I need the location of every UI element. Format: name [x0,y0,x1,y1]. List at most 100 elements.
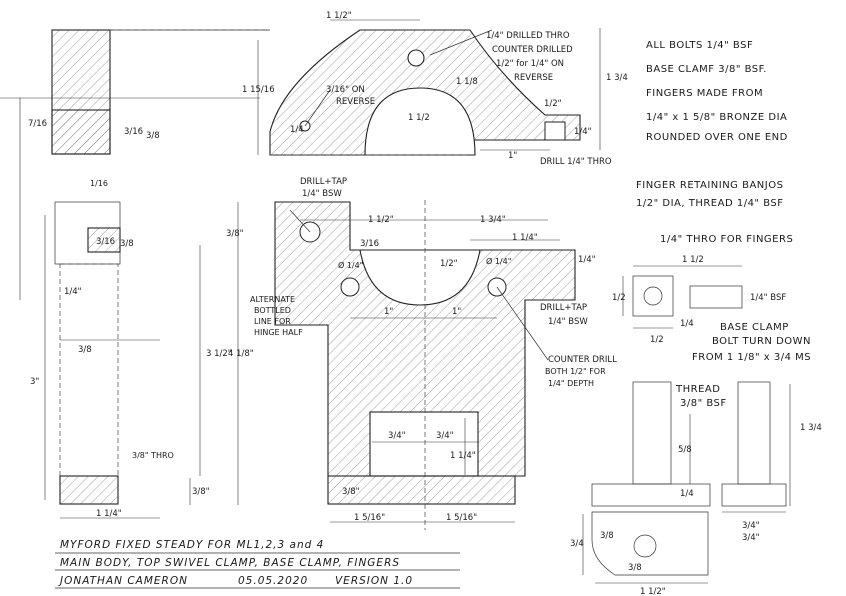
dim-mid-inner: 1 1/4" [512,233,538,243]
dim-left-view-top: 3/16 [96,237,115,247]
dim-mid-top-right: 1 3/4" [480,215,506,225]
callout-alternate-2: BOTTLED [254,306,291,315]
dim-mid-quarter: 1/4" [578,255,596,265]
dim-left-seven: 7/16 [28,119,47,129]
callout-counter-drill-2: BOTH 1/2" FOR [545,367,606,376]
dim-left-three-inch: 3" [30,377,39,387]
callout-counter-drill-1: COUNTER DRILL [548,355,617,365]
title-line-2: MAIN BODY, TOP SWIVEL CLAMP, BASE CLAMP,… [60,557,400,569]
dim-bolt-width: 3/4" [742,533,760,543]
dim-top-half: 1 1/2 [408,113,430,123]
title-line-1: MYFORD FIXED STEADY FOR ML1,2,3 and 4 [60,539,324,551]
callout-alternate-4: HINGE HALF [254,328,303,337]
title-date: 05.05.2020 [238,575,308,587]
dim-clamp-quarter: 1/4 [680,319,694,329]
callout-counter-drill-3: 1/4" DEPTH [548,379,594,388]
dim-mid-bottom-left: 1 5/16" [354,513,385,523]
top-view [0,19,601,300]
note-all-bolts: ALL BOLTS 1/4" BSF [646,40,753,51]
dim-top-right-half: 1/2" [544,99,562,109]
note-base-clamp-title-2: BOLT TURN DOWN [712,336,811,347]
note-base-clamp-title-3: FROM 1 1/8" x 3/4 MS [692,352,811,363]
base-clamp-views [582,265,791,584]
left-hatched-top [87,227,121,253]
dim-mid-one-left: 1" [384,307,393,317]
dim-left-one-quarter: 1 1/4" [96,509,122,519]
main-body-bore [359,249,481,306]
main-hole-left [340,277,360,297]
callout-drill-thro: DRILL 1/4" THRO [540,157,612,167]
top-right-tab [544,121,566,141]
dim-top-one: 1" [508,151,517,161]
callout-dia-right: Ø 1/4" [486,256,511,266]
dim-mid-three-quarter-l: 3/4" [388,431,406,441]
banjo-front [632,275,674,317]
bolt-front-head [591,483,711,507]
note-banjos-2: 1/2" DIA, THREAD 1/4" BSF [636,198,784,209]
callout-thro-left: 3/8" THRO [132,451,174,460]
dim-mid-one-quarter: 1 1/4" [450,451,476,461]
left-body [59,263,119,505]
callout-dia-left: Ø 1/4" [338,260,363,270]
dim-clamp-one-and-half: 1 1/2" [640,587,666,596]
callout-on-reverse-1: 3/16" ON [326,85,365,95]
note-banjos-1: FINGER RETAINING BANJOS [636,180,783,191]
top-left-foot [51,109,111,155]
dim-left-three-a: 3/16 [124,127,143,137]
callout-alternate-3: LINE FOR [254,317,291,326]
dim-top-height: 1 15/16 [242,85,275,95]
banjo-side [689,285,743,309]
dim-clamp-three-quarter-b: 3/4" [742,521,760,531]
dim-mid-three-quarter-r: 3/4" [436,431,454,441]
top-clamp-bore [364,87,476,156]
dim-mid-radius: 1/2" [440,259,458,269]
dim-top-quarter: 1/4 [290,125,304,135]
dim-clamp-one-half: 1 1/2 [682,255,704,265]
callout-drilled-thro-3: 1/2" for 1/4" ON [496,59,564,69]
dim-clamp-three-eighth-a: 3/8 [600,531,614,541]
left-side-view [44,201,239,519]
clamp-plate [591,511,709,576]
dim-top-right-tall: 1 3/4 [606,73,628,83]
dim-left-sixteenth: 1/16 [90,179,108,188]
bolt-front-shank [632,381,672,485]
dim-left-quarter: 1/4" [64,287,82,297]
clamp-plate-hole [633,534,657,558]
dim-top-right-quarter: 1/4" [574,127,592,137]
dim-top-one-eighth: 1 1/8 [456,77,478,87]
note-thread-1: THREAD [675,384,720,395]
dim-left-three-eighth: 3/8 [120,239,134,249]
dim-clamp-half-v: 1/2 [612,293,626,303]
dim-clamp-five-eighth: 5/8 [678,445,692,455]
dim-clamp-half-h: 1/2 [650,335,664,345]
dim-left-view-right: 3/8 [78,345,92,355]
note-base-clamp-title-1: BASE CLAMP [720,322,789,333]
bolt-side-head [721,483,787,507]
title-author: JONATHAN CAMERON [58,575,188,587]
dim-left-three-b: 3/8 [146,131,160,141]
callout-drill-tap-right-2: 1/4" BSW [548,317,588,327]
callout-drill-tap-top-1: DRILL+TAP [300,177,347,187]
dim-mid-three-sixteen: 3/16 [360,239,379,249]
callout-drill-tap-top-2: 1/4" BSW [302,189,342,199]
dim-bolt-tall: 1 3/4 [800,423,822,433]
dim-clamp-three-quarter: 3/4 [570,539,584,549]
note-thro-fingers: 1/4" THRO FOR FINGERS [660,234,793,245]
note-thread-2: 3/8" BSF [680,398,727,409]
main-body-slot [369,411,479,477]
callout-on-reverse-2: REVERSE [336,97,375,107]
callout-drill-tap-right-1: DRILL+TAP [540,303,587,313]
general-notes: ALL BOLTS 1/4" BSF BASE CLAMF 3/8" BSF. … [636,40,811,409]
banjo-hole [643,286,663,306]
dim-mid-top-left: 1 1/2" [368,215,394,225]
left-foot [59,475,119,505]
callouts: 1/4" DRILLED THRO COUNTER DRILLED 1/2" f… [132,31,617,460]
callout-drilled-thro-1: 1/4" DRILLED THRO [486,31,570,41]
note-fingers-1: FINGERS MADE FROM [646,88,763,99]
main-body-view [199,200,576,530]
top-drilled-hole [407,49,425,67]
main-base-bar [327,475,516,505]
dim-mid-three: 3/8" [226,229,244,239]
dim-mid-bottom-right: 1 5/16" [446,513,477,523]
